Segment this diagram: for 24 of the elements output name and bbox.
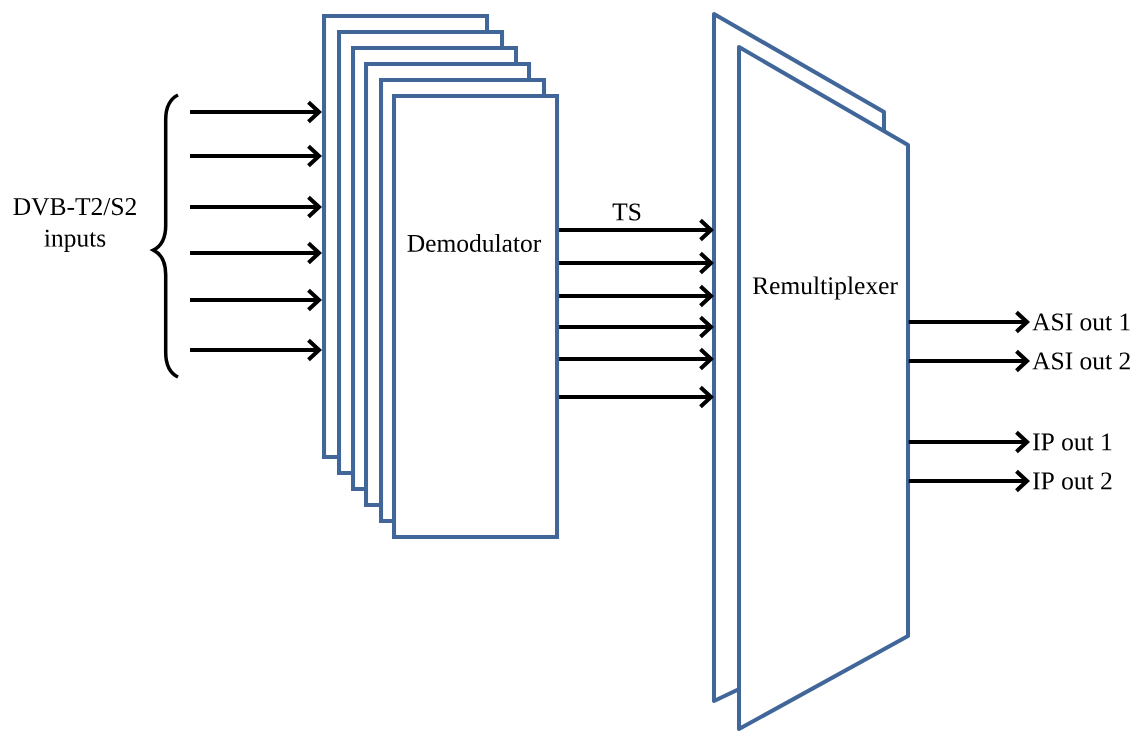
arrow	[190, 195, 322, 219]
arrow	[559, 315, 714, 339]
arrow	[908, 469, 1030, 493]
arrow	[908, 430, 1030, 454]
arrow	[559, 347, 714, 371]
edge-label: TS	[612, 203, 641, 221]
arrow	[190, 241, 322, 265]
output-label: IP out 2	[1033, 472, 1112, 490]
arrow	[190, 338, 322, 362]
arrow	[908, 310, 1030, 334]
arrow	[559, 385, 714, 409]
arrow	[559, 251, 714, 275]
output-label: IP out 1	[1033, 433, 1112, 451]
arrow	[190, 288, 322, 312]
arrow	[190, 144, 322, 168]
demodulator-card: Demodulator	[392, 94, 560, 540]
input-label: DVB-T2/S2 inputs	[13, 198, 136, 252]
arrow	[559, 218, 714, 242]
output-label: ASI out 1	[1032, 313, 1130, 331]
output-label: ASI out 2	[1032, 352, 1130, 370]
arrow	[559, 284, 714, 308]
remultiplexer-panel: Remultiplexer	[737, 45, 911, 731]
arrow	[908, 349, 1030, 373]
arrow	[190, 100, 322, 124]
